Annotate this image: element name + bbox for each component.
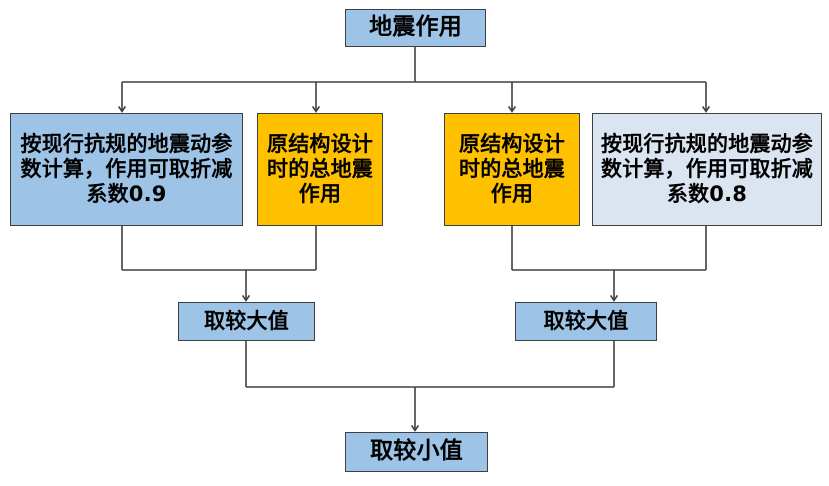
node-merge-left-take-larger[interactable]: 取较大值	[178, 302, 315, 341]
node-root-seismic-action[interactable]: 地震作用	[345, 9, 486, 47]
node-branch-4-current-code-0-8[interactable]: 按现行抗规的地震动参数计算，作用可取折减系数0.8	[592, 113, 822, 226]
node-branch-1-current-code-0-9[interactable]: 按现行抗规的地震动参数计算，作用可取折减系数0.9	[10, 113, 243, 226]
node-branch-3-original-design-total[interactable]: 原结构设计时的总地震作用	[444, 113, 580, 226]
node-merge-right-take-larger[interactable]: 取较大值	[515, 302, 657, 341]
node-final-take-smaller[interactable]: 取较小值	[345, 432, 488, 472]
node-branch-2-original-design-total[interactable]: 原结构设计时的总地震作用	[257, 113, 383, 226]
